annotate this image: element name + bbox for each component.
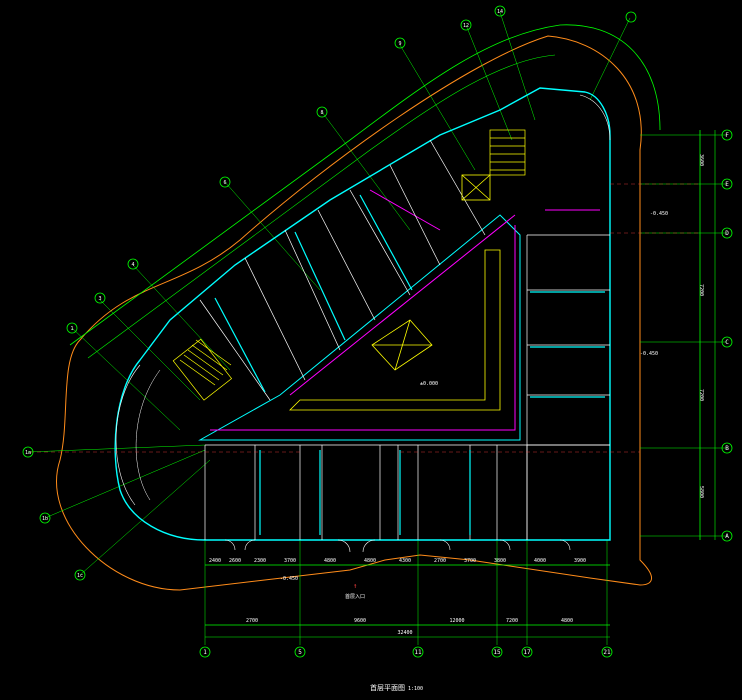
right-top-curved-wall	[579, 94, 611, 141]
axis-bubbles-right	[721, 129, 733, 542]
left-curved-wall-2	[135, 369, 161, 501]
svg-text:3700: 3700	[464, 558, 476, 564]
svg-text:4300: 4300	[399, 558, 411, 564]
left-radial-grid-lines	[27, 444, 211, 576]
svg-text:9: 9	[398, 41, 401, 47]
svg-text:1: 1	[203, 649, 207, 656]
axis-bubbles-left	[22, 446, 86, 581]
svg-text:7200: 7200	[698, 389, 704, 401]
diagonal-dimension-line-outer	[69, 24, 661, 346]
svg-text:11: 11	[414, 649, 422, 656]
diagonal-grid-lines	[71, 11, 631, 431]
svg-text:5800: 5800	[698, 486, 704, 498]
site-boundary-outline	[56, 35, 652, 591]
svg-text:4800: 4800	[364, 558, 376, 564]
svg-text:2700: 2700	[434, 558, 446, 564]
svg-text:E: E	[725, 181, 729, 188]
elevator-shaft-top	[461, 174, 491, 201]
svg-text:3900: 3900	[574, 558, 586, 564]
north-arrow: ↑	[353, 582, 357, 590]
svg-text:A: A	[725, 533, 729, 540]
svg-text:15: 15	[493, 649, 501, 656]
diagonal-wing-rooms	[199, 139, 486, 401]
svg-text:32400: 32400	[397, 630, 412, 636]
right-dimension-labels: 3600 7200 7200 5800	[698, 154, 704, 498]
svg-text:3600: 3600	[698, 154, 704, 166]
right-wing-rooms	[526, 234, 610, 540]
bottom-wing-cyan-partitions	[259, 450, 471, 535]
axis-bubbles-diagonal	[66, 5, 637, 334]
diagonal-wing-cyan-partitions	[214, 194, 413, 393]
svg-text:4000: 4000	[534, 558, 546, 564]
svg-text:4800: 4800	[324, 558, 336, 564]
drawing-title: 首层平面图	[370, 683, 405, 692]
axis-bubble-labels-left: 1a 1b 1c	[25, 450, 83, 579]
svg-text:2300: 2300	[254, 558, 266, 564]
svg-text:C: C	[725, 339, 729, 346]
left-curved-wall	[115, 364, 141, 506]
svg-text:1b: 1b	[42, 516, 48, 522]
right-grid-lines	[640, 134, 727, 537]
svg-text:7200: 7200	[506, 618, 518, 624]
svg-text:2400: 2400	[209, 558, 221, 564]
svg-text:2700: 2700	[246, 618, 258, 624]
svg-text:14: 14	[497, 9, 503, 15]
entrance-doors-bottom	[224, 539, 571, 553]
svg-text:±0.000: ±0.000	[420, 381, 438, 387]
entrance-label: 首层入口	[345, 593, 365, 600]
svg-text:21: 21	[603, 649, 611, 656]
svg-text:3: 3	[98, 296, 101, 302]
svg-text:-0.450: -0.450	[650, 211, 668, 217]
elevator-shaft-center	[371, 319, 433, 371]
svg-text:4800: 4800	[561, 618, 573, 624]
centerlines	[30, 183, 700, 453]
svg-text:1c: 1c	[77, 573, 83, 579]
svg-text:3800: 3800	[494, 558, 506, 564]
svg-text:1a: 1a	[25, 450, 31, 456]
svg-text:7200: 7200	[698, 284, 704, 296]
svg-text:8: 8	[320, 110, 323, 116]
drawing-scale: 1:100	[408, 686, 423, 692]
svg-text:F: F	[725, 132, 729, 139]
svg-text:D: D	[725, 230, 729, 237]
svg-text:B: B	[725, 445, 729, 452]
svg-text:17: 17	[523, 649, 531, 656]
svg-text:6: 6	[223, 180, 226, 186]
building-outer-wall	[114, 87, 611, 541]
stair-left	[172, 338, 233, 401]
axis-bubble-labels-diagonal: 1 3 4 6 8 9 12 14	[70, 9, 503, 332]
bottom-wing-rooms	[204, 444, 610, 540]
svg-text:12000: 12000	[449, 618, 464, 624]
svg-text:5: 5	[298, 649, 302, 656]
courtyard-inner-wall	[289, 249, 501, 411]
svg-text:1: 1	[70, 326, 73, 332]
inner-corridor-diagonal	[198, 214, 521, 441]
right-wing-cyan-partitions	[530, 291, 605, 398]
elevation-markers: -0.450 -0.450 ±0.000 -0.450	[280, 211, 668, 582]
axis-bubble-labels-bottom: 1 5 11 15 17 21	[203, 649, 611, 656]
svg-text:9600: 9600	[354, 618, 366, 624]
svg-text:-0.450: -0.450	[280, 576, 298, 582]
svg-text:3700: 3700	[284, 558, 296, 564]
svg-text:2600: 2600	[229, 558, 241, 564]
stair-top	[489, 129, 526, 176]
bottom-grid-lines	[204, 540, 608, 645]
svg-text:-0.450: -0.450	[640, 351, 658, 357]
diagonal-dimension-line-inner	[87, 54, 556, 359]
axis-bubbles-bottom	[199, 646, 613, 658]
bottom-dimension-labels: 2400 2600 2300 3700 4800 4800 4300 2700 …	[209, 558, 586, 636]
svg-text:12: 12	[463, 23, 469, 29]
svg-text:4: 4	[131, 262, 134, 268]
corridor-accent-lines	[210, 189, 600, 431]
axis-bubble-labels-right: A B C D E F	[725, 132, 729, 540]
